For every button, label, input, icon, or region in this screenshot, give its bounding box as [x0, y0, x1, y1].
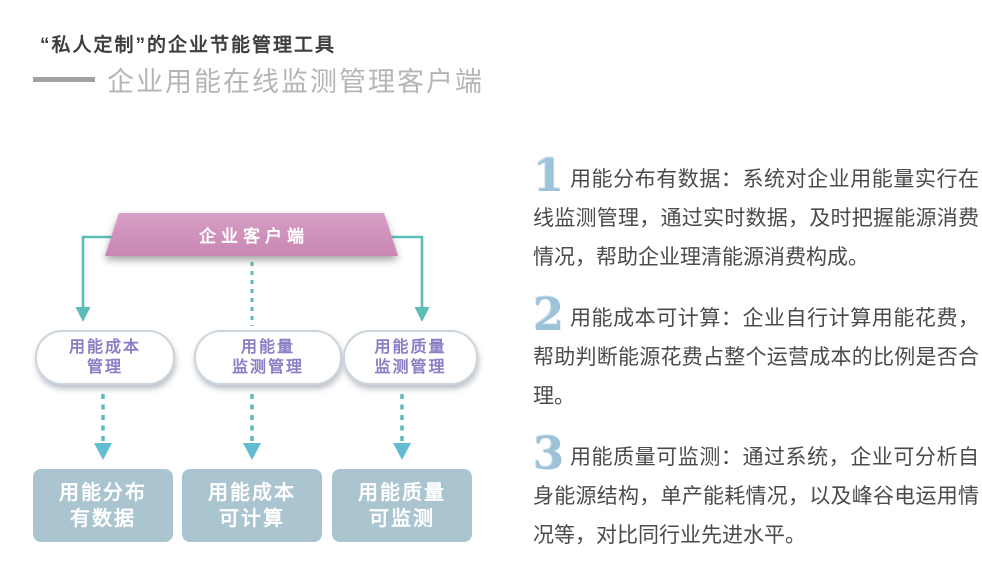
point-3-numeral: 3	[533, 427, 565, 480]
page-title: “私人定制”的企业节能管理工具	[40, 35, 337, 56]
node-label-line: 监测管理	[374, 358, 447, 376]
node-label-line: 用能质量	[374, 338, 447, 356]
root-node-banner: 企业客户端	[105, 213, 398, 256]
point-2-numeral: 2	[533, 288, 565, 341]
page-subtitle: 企业用能在线监测管理客户端	[107, 67, 484, 97]
leaf-energy-quality-monitorable: 用能质量 可监测	[332, 469, 472, 542]
node-energy-quality-monitoring: 用能质量 监测管理	[343, 330, 478, 385]
leaf-energy-distribution-data: 用能分布 有数据	[33, 469, 173, 542]
subtitle-dash	[33, 77, 95, 82]
point-1-numeral: 1	[533, 149, 565, 202]
node-label-line: 用能量	[240, 338, 295, 356]
root-node-shape: 企业客户端	[105, 213, 398, 256]
leaf-label-line: 可监测	[369, 507, 435, 530]
leaf-energy-cost-computable: 用能成本 可计算	[182, 469, 322, 542]
node-energy-cost-management: 用能成本 管理	[35, 330, 175, 385]
leaf-label-line: 可计算	[219, 507, 285, 530]
node-label-line: 用能成本	[68, 338, 141, 356]
arrowhead-right	[414, 307, 430, 322]
point-1-text: 用能分布有数据：系统对企业用能量实行在线监测管理，通过实时数据，及时把握能源消费…	[533, 168, 979, 269]
leaf-label-line: 用能成本	[208, 481, 296, 504]
arrowhead-left	[75, 307, 91, 322]
page-subtitle-row: 企业用能在线监测管理客户端	[33, 60, 484, 99]
node-label-line: 监测管理	[231, 358, 304, 376]
dashed-arrow-2-head	[243, 443, 261, 460]
node-energy-quantity-monitoring: 用能量 监测管理	[194, 330, 342, 385]
root-node-label: 企业客户端	[199, 227, 309, 246]
point-2-text: 用能成本可计算：企业自行计算用能花费，帮助判断能源花费占整个运营成本的比例是否合…	[533, 307, 979, 408]
node-label-line: 管理	[86, 358, 123, 376]
dashed-arrow-3-head	[393, 443, 411, 460]
dashed-arrow-1-head	[94, 443, 112, 460]
leaf-label-line: 用能质量	[358, 481, 446, 504]
point-3-text: 用能质量可监测：通过系统，企业可分析自身能源结构，单产能耗情况，以及峰谷电运用情…	[533, 446, 979, 547]
leaf-label-line: 有数据	[70, 507, 136, 530]
leaf-label-line: 用能分布	[59, 481, 147, 504]
